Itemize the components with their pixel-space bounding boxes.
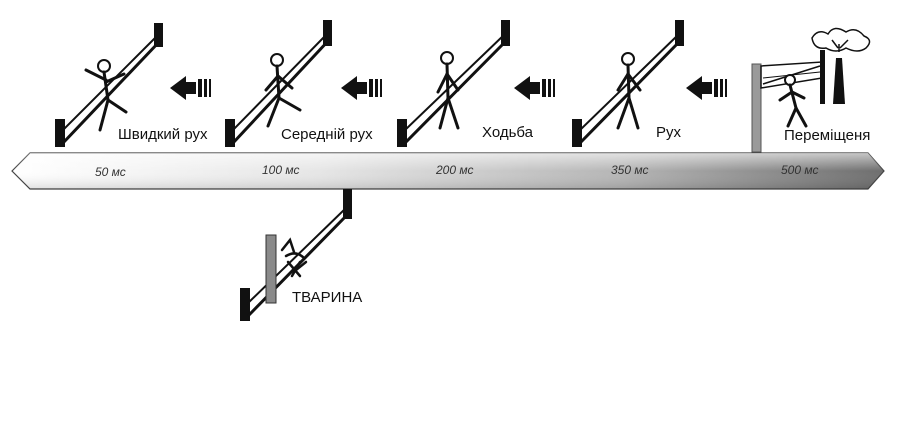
motion-sensor-icon: [55, 23, 163, 147]
running-figure-icon: [264, 53, 302, 128]
running-figure-icon: [84, 59, 128, 132]
timeline-tick-50: 50 мс: [95, 165, 126, 179]
stage-walking: Ходьба: [397, 20, 555, 147]
stage-label-medium-motion: Середній рух: [281, 126, 373, 143]
timeline-tick-200: 200 мс: [435, 163, 473, 177]
stage-label-fast-motion: Швидкий рух: [118, 126, 208, 143]
animal-label: ТВАРИНА: [292, 289, 362, 306]
timeline-bar: 50 мс 100 мс 200 мс 350 мс 500 мс: [11, 152, 885, 190]
stage-motion: Рух: [572, 20, 727, 147]
stage-label-relocation: Переміщеня: [784, 127, 870, 144]
arrow-left-icon: [686, 76, 727, 100]
stage-medium-motion: Середній рух: [225, 20, 382, 147]
arrow-left-icon: [170, 76, 211, 100]
arrow-left-icon: [514, 76, 555, 100]
stage-label-motion: Рух: [656, 124, 682, 141]
barrier-post: [265, 234, 277, 304]
stage-relocation: Переміщеня: [751, 27, 870, 153]
running-figure-icon: [616, 52, 642, 130]
timeline-tick-500: 500 мс: [781, 163, 818, 177]
timeline-tick-100: 100 мс: [262, 163, 299, 177]
stage-fast-motion: Швидкий рух: [55, 23, 211, 147]
stage-label-walking: Ходьба: [482, 124, 534, 141]
running-figure-icon: [778, 74, 808, 128]
running-figure-icon: [436, 51, 460, 130]
animal-figure-icon: [280, 237, 308, 278]
timeline-tick-350: 350 мс: [611, 163, 648, 177]
arrow-left-icon: [341, 76, 382, 100]
stage-animal: ТВАРИНА: [240, 189, 362, 321]
